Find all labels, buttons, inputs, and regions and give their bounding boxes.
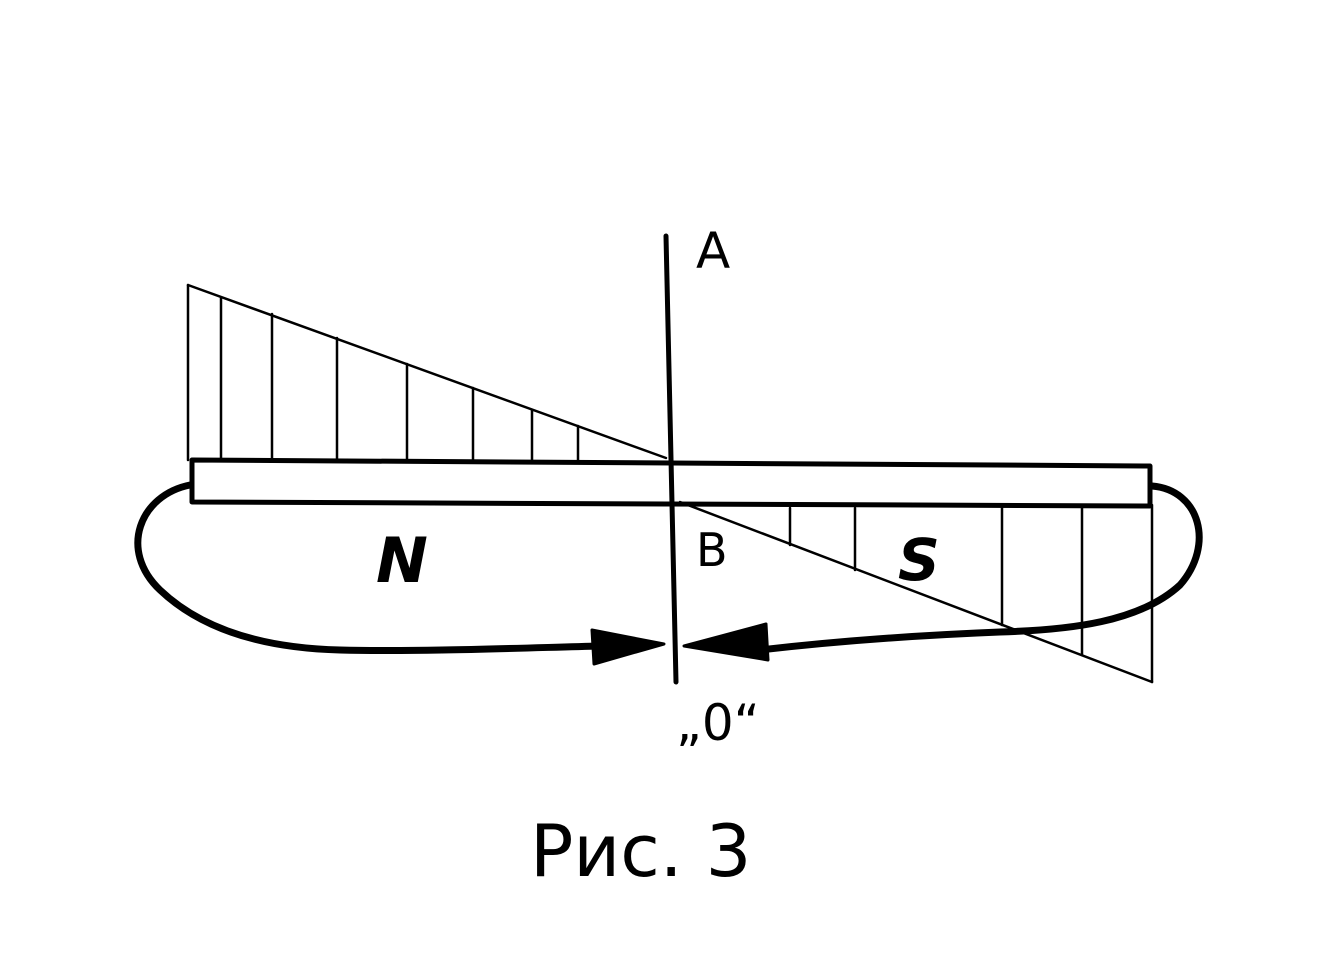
label-point-b: B	[696, 523, 728, 577]
label-point-a: A	[696, 222, 730, 280]
field-loop-left	[134, 481, 604, 655]
south-field-distribution	[678, 500, 1154, 684]
bar-magnet	[189, 457, 1153, 509]
arrow-left-icon	[682, 622, 770, 662]
axis-a-line	[663, 233, 679, 685]
south-distribution-hypotenuse	[678, 500, 1154, 684]
field-loop-right	[756, 482, 1203, 654]
north-distribution-hypotenuse	[186, 283, 668, 460]
label-pole-north: N	[376, 524, 428, 597]
label-pole-south: S	[898, 526, 940, 594]
label-point-o: „0“	[676, 694, 760, 752]
north-field-distribution	[186, 283, 668, 462]
arrow-right-icon	[590, 628, 666, 666]
figure-caption: Рис. 3	[530, 809, 751, 893]
